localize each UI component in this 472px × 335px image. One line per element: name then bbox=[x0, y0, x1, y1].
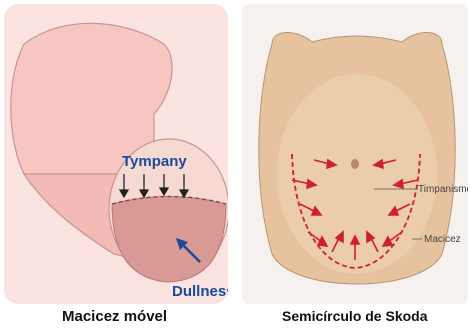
skoda-semicircle-illustration: Timpanismo Macicez bbox=[242, 4, 468, 304]
dullness-label: Dullness bbox=[172, 283, 228, 300]
navel bbox=[351, 159, 359, 169]
timpanismo-label: Timpanismo bbox=[418, 184, 468, 195]
shifting-dullness-drawing: Tympany Dullness bbox=[4, 4, 228, 304]
tympany-label: Tympany bbox=[122, 153, 187, 170]
shifting-dullness-illustration: Tympany Dullness bbox=[4, 4, 228, 304]
skoda-drawing: Timpanismo Macicez bbox=[242, 4, 468, 304]
dull-fluid-region bbox=[112, 197, 226, 283]
skoda-semicircle-caption: Semicírculo de Skoda bbox=[282, 308, 428, 324]
macicez-label: Macicez bbox=[424, 234, 461, 245]
shifting-dullness-caption: Macicez móvel bbox=[62, 308, 167, 325]
